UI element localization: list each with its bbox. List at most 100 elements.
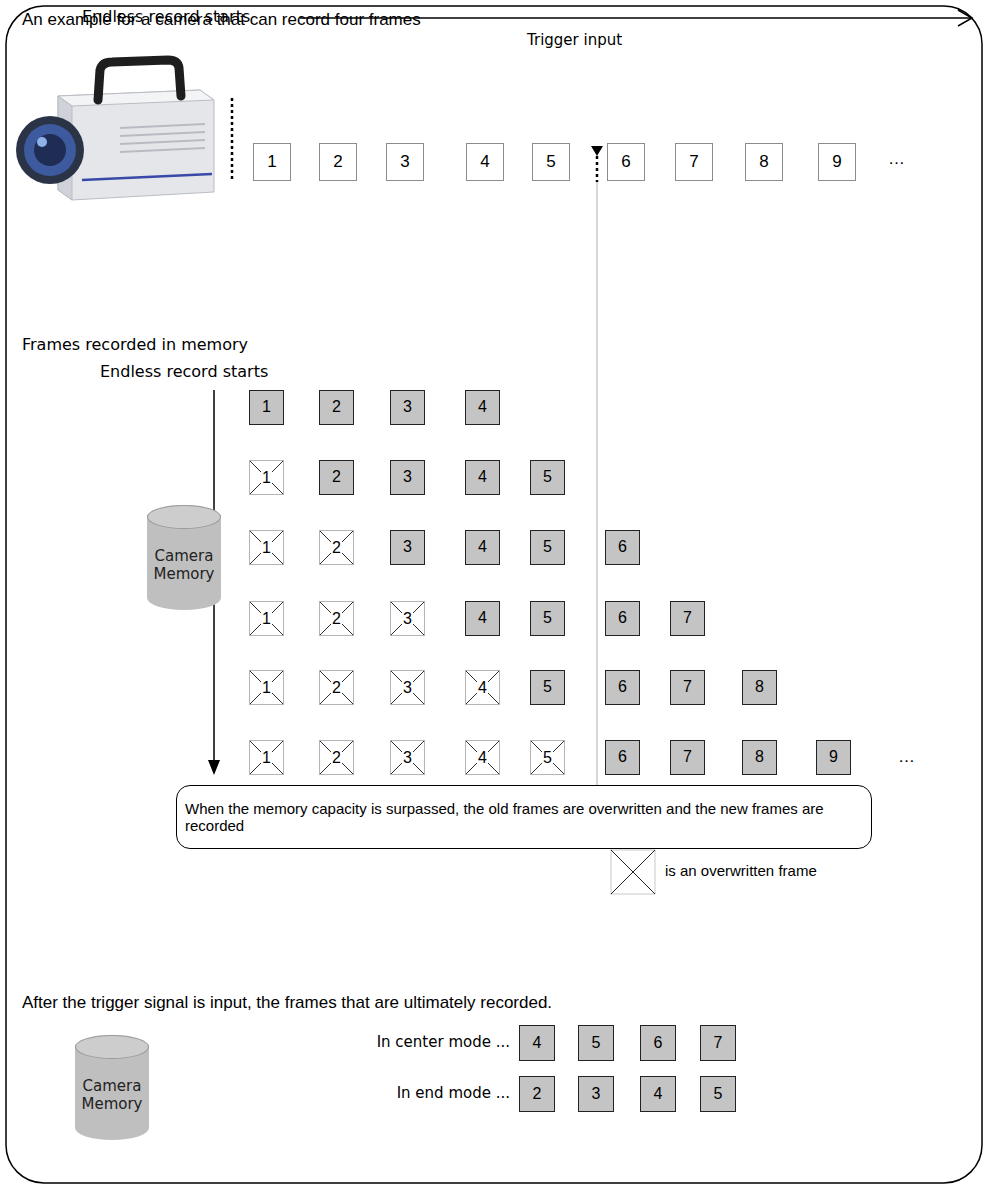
frame-number: 2 bbox=[331, 750, 342, 766]
recorded-frame: 7 bbox=[700, 1025, 736, 1061]
lens-center bbox=[34, 134, 66, 166]
frame-number: 4 bbox=[478, 538, 487, 556]
frame-number: 8 bbox=[755, 678, 764, 696]
frame-number: 2 bbox=[331, 680, 342, 696]
memory-frame: 6 bbox=[605, 601, 640, 636]
memory-frame: 5 bbox=[530, 460, 565, 495]
cylinder-top bbox=[148, 506, 221, 529]
cross-line bbox=[391, 741, 424, 774]
overwritten-frame: 2 bbox=[319, 530, 354, 565]
frame-number: 3 bbox=[403, 538, 412, 556]
frame-number: 7 bbox=[683, 748, 692, 766]
cross-line bbox=[466, 741, 499, 774]
cross-line bbox=[250, 461, 283, 494]
memory-label: Camera Memory bbox=[151, 548, 217, 583]
frame-number: 3 bbox=[403, 468, 412, 486]
frame-box: 2 bbox=[319, 143, 357, 181]
camera-vent bbox=[120, 124, 205, 128]
camera-vent bbox=[120, 140, 205, 144]
frame-number: 6 bbox=[618, 609, 627, 627]
section-heading: After the trigger signal is input, the f… bbox=[22, 993, 552, 1013]
overwritten-frame: 3 bbox=[390, 740, 425, 775]
frame-number: 3 bbox=[402, 680, 413, 696]
memory-frame: 8 bbox=[742, 670, 777, 705]
cross-line bbox=[250, 602, 283, 635]
frame-box: 9 bbox=[818, 143, 856, 181]
cross-line bbox=[391, 602, 424, 635]
memory-frame: 7 bbox=[670, 601, 705, 636]
frame-number: 4 bbox=[477, 680, 488, 696]
overwritten-frame: 2 bbox=[319, 740, 354, 775]
time-arrow-head bbox=[958, 10, 972, 26]
frame-number: 7 bbox=[714, 1034, 723, 1052]
overwritten-frame: 4 bbox=[465, 670, 500, 705]
frame-number: 2 bbox=[333, 152, 342, 172]
cylinder-top bbox=[76, 1036, 149, 1059]
frame-number: 2 bbox=[332, 398, 341, 416]
memory-frame: 8 bbox=[742, 740, 777, 775]
legend-text: is an overwritten frame bbox=[665, 862, 817, 880]
frame-number: 4 bbox=[480, 152, 489, 172]
frame-number: 8 bbox=[755, 748, 764, 766]
cross-line bbox=[250, 671, 283, 704]
frame-number: 9 bbox=[832, 152, 841, 172]
frame-number: 2 bbox=[331, 611, 342, 627]
recorded-frame: 4 bbox=[640, 1076, 676, 1112]
overwritten-frame: 1 bbox=[249, 670, 284, 705]
frame-number: 1 bbox=[261, 540, 272, 556]
memory-time-arrow-head bbox=[208, 760, 220, 775]
frame-number: 5 bbox=[546, 152, 555, 172]
cross-line bbox=[250, 671, 283, 704]
cross-line bbox=[391, 602, 424, 635]
camera-handle bbox=[98, 60, 181, 100]
memory-frame: 9 bbox=[816, 740, 851, 775]
overwritten-frame: 2 bbox=[319, 601, 354, 636]
recorded-frame: 4 bbox=[519, 1025, 555, 1061]
lens-glass bbox=[24, 124, 76, 176]
note-text: When the memory capacity is surpassed, t… bbox=[185, 800, 863, 835]
note-box: When the memory capacity is surpassed, t… bbox=[176, 785, 872, 849]
legend-box bbox=[611, 850, 655, 894]
frame-number: 2 bbox=[331, 540, 342, 556]
frame-box: 8 bbox=[745, 143, 783, 181]
lens bbox=[16, 116, 84, 184]
cylinder-body bbox=[75, 1035, 149, 1140]
overwritten-frame: 5 bbox=[530, 740, 565, 775]
recorded-frame: 3 bbox=[578, 1076, 614, 1112]
cross-line bbox=[250, 741, 283, 774]
overwritten-frame: 1 bbox=[249, 601, 284, 636]
memory-frame: 6 bbox=[605, 530, 640, 565]
cross-line bbox=[320, 531, 353, 564]
recorded-frame: 6 bbox=[640, 1025, 676, 1061]
frame-number: 4 bbox=[477, 750, 488, 766]
cross-line bbox=[391, 671, 424, 704]
frame-number: 4 bbox=[478, 468, 487, 486]
trigger-arrow-head bbox=[591, 146, 603, 156]
frame-number: 9 bbox=[829, 748, 838, 766]
continuation-mark: … bbox=[898, 747, 915, 767]
camera-top bbox=[58, 90, 214, 106]
frame-box: 6 bbox=[607, 143, 645, 181]
frame-box: 5 bbox=[532, 143, 570, 181]
frame-number: 5 bbox=[714, 1085, 723, 1103]
frame-number: 4 bbox=[654, 1085, 663, 1103]
frame-number: 2 bbox=[533, 1085, 542, 1103]
cross-line bbox=[320, 741, 353, 774]
cross-line bbox=[320, 602, 353, 635]
legend-sample bbox=[611, 850, 655, 894]
frame-box: 7 bbox=[675, 143, 713, 181]
frame-number: 7 bbox=[683, 678, 692, 696]
frame-number: 3 bbox=[403, 398, 412, 416]
frame-number: 6 bbox=[618, 538, 627, 556]
start-marker bbox=[231, 98, 234, 182]
frame-number: 3 bbox=[402, 750, 413, 766]
memory-frame: 3 bbox=[390, 530, 425, 565]
frame-number: 6 bbox=[618, 678, 627, 696]
outer-frame bbox=[6, 6, 982, 1183]
frame-number: 6 bbox=[618, 748, 627, 766]
recorded-frame: 5 bbox=[700, 1076, 736, 1112]
frame-number: 3 bbox=[402, 611, 413, 627]
frame-number: 3 bbox=[592, 1085, 601, 1103]
memory-frame: 6 bbox=[605, 740, 640, 775]
